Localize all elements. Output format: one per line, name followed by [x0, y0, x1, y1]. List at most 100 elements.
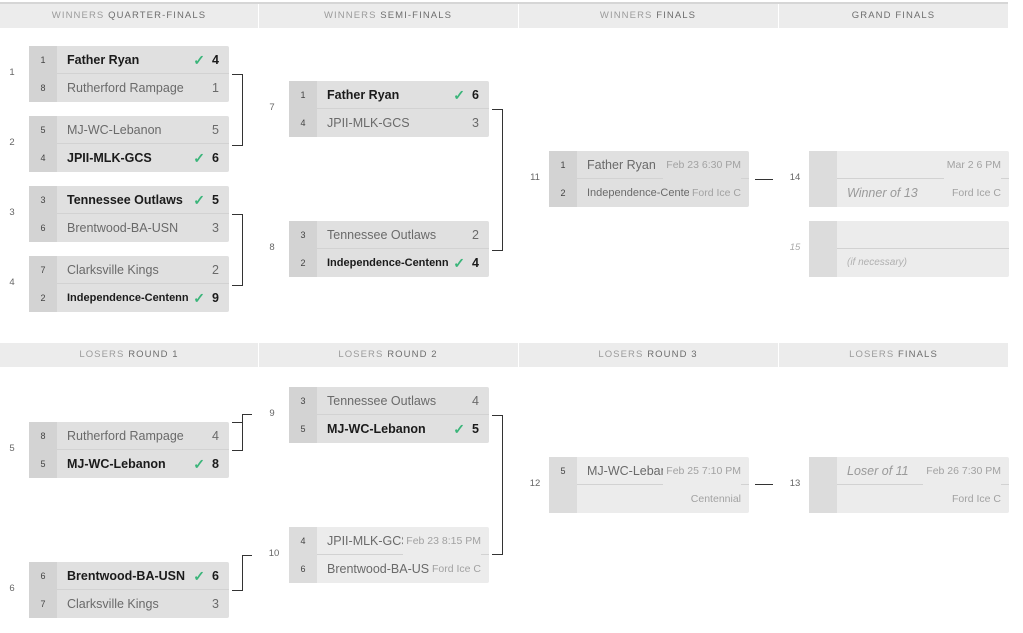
row-divider: [57, 213, 229, 214]
seed-number: [549, 485, 577, 513]
team-score: 4: [212, 53, 219, 67]
team-name: Rutherford Rampage: [67, 429, 184, 443]
seed-number: [809, 221, 837, 249]
team-name: MJ-WC-Lebanon: [327, 422, 426, 436]
match-number: 8: [269, 242, 275, 253]
header-losers-round-2: LOSERS ROUND 2: [259, 343, 517, 367]
match-number: 12: [529, 478, 541, 489]
row-divider: [837, 248, 1009, 249]
header-separator: [778, 4, 779, 28]
seed-number: 2: [29, 284, 57, 312]
seed-number: 1: [549, 151, 577, 179]
match-number: 4: [9, 277, 15, 288]
team-name: [847, 485, 957, 513]
team-row[interactable]: [809, 221, 1009, 249]
header-prefix: WINNERS: [51, 10, 109, 21]
match-15[interactable]: (if necessary): [809, 221, 1009, 277]
seed-number: 4: [29, 144, 57, 172]
header-separator: [518, 343, 519, 367]
row-divider: [57, 73, 229, 74]
match-number: 10: [268, 548, 280, 559]
bracket-connector: [242, 414, 252, 415]
team-name: Clarksville Kings: [67, 263, 159, 277]
bracket-connector: [242, 414, 243, 450]
checkmark-icon: ✓: [453, 255, 465, 271]
match-venue: Centennial: [687, 485, 741, 513]
match-number: 13: [789, 478, 801, 489]
bracket-connector: [232, 590, 242, 591]
match-number: 2: [9, 137, 15, 148]
match-time: Feb 23 8:15 PM: [403, 527, 481, 555]
team-score: 6: [472, 88, 479, 102]
seed-number: 4: [289, 527, 317, 555]
row-divider: [317, 414, 489, 415]
header-prefix: WINNERS: [599, 10, 657, 21]
team-score: 4: [212, 429, 219, 443]
match-number: 6: [9, 583, 15, 594]
checkmark-icon: ✓: [193, 192, 205, 208]
losers-bracket-header: LOSERS ROUND 1 LOSERS ROUND 2 LOSERS ROU…: [0, 343, 1008, 367]
row-divider: [57, 449, 229, 450]
header-prefix: WINNERS: [323, 10, 381, 21]
team-score: 2: [212, 263, 219, 277]
team-name: JPII-MLK-GCS: [327, 534, 410, 548]
team-row[interactable]: Centennial: [549, 485, 749, 513]
header-round: ROUND 2: [387, 349, 438, 360]
team-name: (if necessary): [847, 257, 908, 268]
team-row[interactable]: (if necessary): [809, 249, 1009, 277]
team-score: 9: [212, 291, 219, 305]
bracket-connector: [492, 109, 503, 251]
team-name: Clarksville Kings: [67, 597, 159, 611]
match-number: 15: [789, 242, 801, 253]
seed-number: 6: [29, 562, 57, 590]
team-row[interactable]: Ford Ice C: [809, 485, 1009, 513]
seed-number: [809, 457, 837, 485]
checkmark-icon: ✓: [193, 456, 205, 472]
team-score: 3: [472, 116, 479, 130]
team-row[interactable]: Mar 2 6 PM: [809, 151, 1009, 179]
header-winners-semifinals: WINNERS SEMI-FINALS: [259, 4, 517, 28]
team-name: Father Ryan: [327, 88, 400, 102]
team-name: Brentwood-BA-USN: [67, 221, 179, 235]
header-separator: [258, 4, 259, 28]
